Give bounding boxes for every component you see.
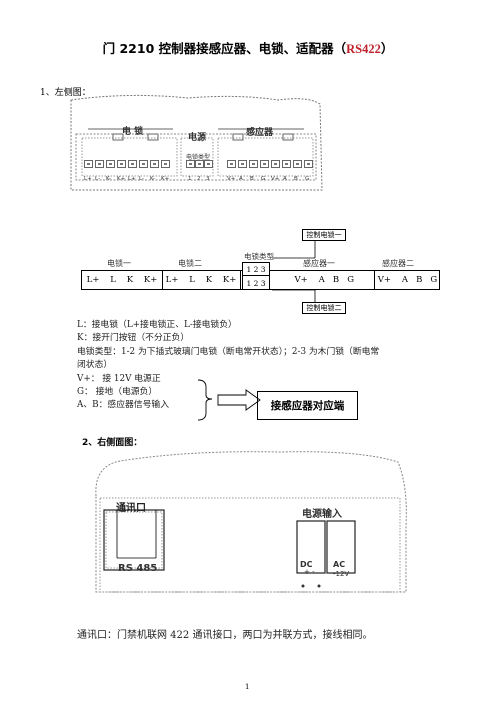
ac-voltage-label: -12V — [333, 570, 350, 578]
header-lock1: 电锁一 — [107, 259, 131, 268]
terminal-block — [84, 160, 93, 168]
power-input-label: 电源输入 — [302, 509, 342, 520]
terminal-label: V+ — [271, 176, 280, 182]
terminal-label: G — [261, 176, 266, 182]
terminal-block — [195, 160, 204, 168]
terminal-block — [204, 160, 213, 168]
cell-sensor1: V+ A B G — [240, 271, 374, 289]
sensor-group-label: 感应器 — [246, 128, 274, 138]
terminal-label: K- — [150, 176, 156, 182]
terminal-label: K- — [106, 176, 112, 182]
brace-and-arrow — [197, 379, 261, 421]
lock-type-bottom: 1 2 3 — [246, 278, 266, 288]
cell-sensor1-text: V+ A B G — [294, 275, 354, 285]
lock-type-small-label: 电锁类型 — [186, 154, 211, 161]
section-right-view: 2、右侧面图： — [82, 438, 143, 448]
note-type-line1: 电锁类型：1-2 为下插式玻璃门电锁（断电常开状态）；2-3 为木门锁（断电常 — [77, 346, 380, 357]
terminal-label: A — [239, 176, 243, 182]
terminal-block — [260, 160, 269, 168]
terminal-block — [106, 160, 115, 168]
dc-polarity-label: + - — [304, 568, 315, 576]
page-title: 门 2210 控制器接感应器、电锁、适配器（RS422） — [102, 41, 394, 56]
terminal-label: L+ — [128, 176, 136, 182]
divider — [374, 271, 375, 289]
divider — [243, 275, 269, 276]
terminal-block — [186, 160, 195, 168]
terminal-blocks — [84, 160, 314, 170]
lock-type-top: 1 2 3 — [246, 264, 266, 274]
divider — [240, 271, 241, 289]
terminal-label: 1 — [188, 176, 192, 182]
terminal-block — [95, 160, 104, 168]
terminal-block — [282, 160, 291, 168]
wiring-connector-lines — [272, 241, 316, 302]
note-ab: A、B：感应器信号输入 — [77, 400, 169, 411]
ac-label: AC — [333, 560, 346, 569]
header-sensor2: 感应器二 — [382, 259, 414, 268]
terminal-label: 2 — [197, 176, 201, 182]
note-k: K：接开门按钮（不分正负） — [77, 333, 190, 344]
note-type-line2: 闭状态） — [77, 360, 113, 371]
section-left-view: 1、左侧图： — [40, 88, 91, 98]
terminal-label: K+ — [161, 176, 170, 182]
lock-type-header: 电锁类型 — [244, 252, 274, 261]
terminal-label: L+ — [84, 176, 92, 182]
terminal-labels: L+ L- K- K+ L+ L- K- K+ 1 2 3 V+ A B G V… — [84, 176, 320, 186]
terminal-block — [161, 160, 170, 168]
lock-type-box: 1 2 3 1 2 3 — [242, 262, 270, 290]
terminal-block — [227, 160, 236, 168]
terminal-label: L- — [139, 176, 144, 182]
terminal-block — [128, 160, 137, 168]
terminal-label: A — [283, 176, 287, 182]
comm-port-label: 通讯口 — [116, 503, 146, 514]
terminal-block — [293, 160, 302, 168]
sensor-target-box: 接感应器对应端 — [257, 391, 358, 420]
terminal-block — [249, 160, 258, 168]
note-vplus: V+： 接 12V 电源正 — [77, 373, 161, 384]
cell-sensor2: V+ A B G — [377, 275, 438, 285]
dc-label: DC — [300, 560, 313, 569]
notes: L：接电锁（L+接电锁正、L-接电锁负） K：接开门按钮（不分正负） 电锁类型：… — [77, 319, 437, 413]
terminal-block — [271, 160, 280, 168]
cell-lock2: L+ L K K+ — [165, 275, 237, 285]
terminal-label: B — [250, 176, 254, 182]
terminal-block — [238, 160, 247, 168]
right-panel-drawing — [95, 451, 407, 593]
terminal-label: B — [294, 176, 298, 182]
header-sensor1: 感应器一 — [303, 259, 335, 268]
terminal-block — [150, 160, 159, 168]
terminal-block — [117, 160, 126, 168]
tag-control-lock2: 控制电锁二 — [302, 302, 346, 314]
header-lock2: 电锁二 — [178, 259, 202, 268]
rs485-label: RS 485 — [118, 563, 158, 574]
power-group-label: 电源 — [188, 133, 207, 143]
note-l: L：接电锁（L+接电锁正、L-接电锁负） — [77, 320, 237, 330]
divider — [162, 271, 163, 289]
terminal-block — [304, 160, 313, 168]
terminal-label: K+ — [117, 176, 126, 182]
page-number: 1 — [245, 683, 250, 691]
terminal-label: G — [305, 176, 310, 182]
comm-port-description: 通讯口：门禁机联网 422 通讯接口，两口为并联方式，接线相同。 — [77, 630, 373, 641]
terminal-label: L- — [95, 176, 100, 182]
tag-control-lock1: 控制电锁一 — [302, 229, 346, 241]
note-g: G： 接地（电源负） — [77, 387, 158, 398]
terminal-label: V+ — [227, 176, 236, 182]
lock-group-label: 电 锁 — [122, 127, 144, 137]
terminal-label: 3 — [206, 176, 210, 182]
terminal-block — [139, 160, 148, 168]
cell-lock1: L+ L K K+ — [86, 275, 158, 285]
